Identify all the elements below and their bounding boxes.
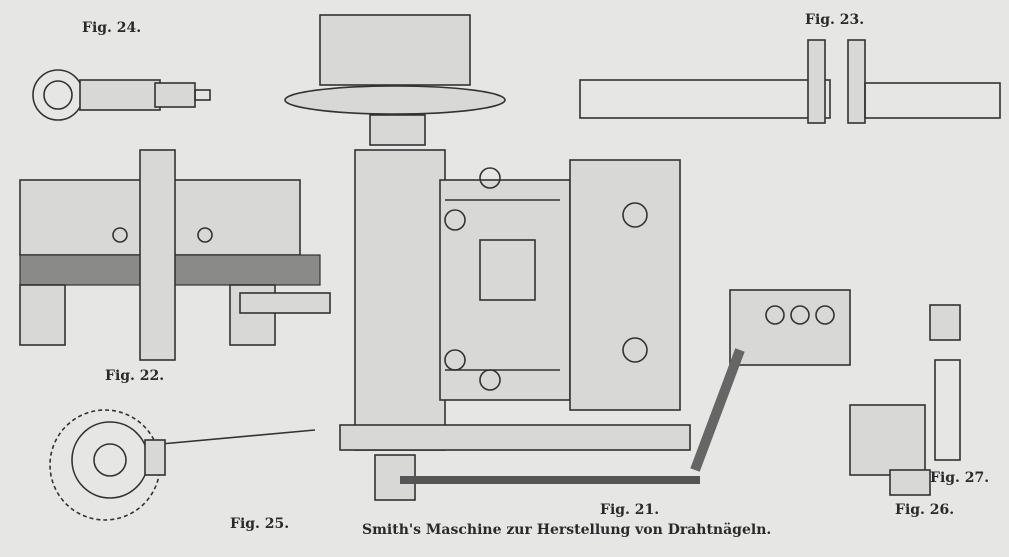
fig25-label: Fig. 25.: [230, 516, 290, 532]
fig21-label: Fig. 21.: [600, 502, 660, 518]
fig25-drawing: [49, 409, 316, 521]
fig23-label: Fig. 23.: [805, 12, 865, 28]
fig24-label: Fig. 24.: [82, 20, 142, 36]
fig21-drawing: [284, 14, 851, 501]
fig26-label: Fig. 26.: [895, 502, 955, 518]
fig22-label: Fig. 22.: [105, 368, 165, 384]
fig22-drawing: [19, 149, 331, 361]
fig26-drawing: [849, 404, 931, 496]
fig24-drawing: [32, 69, 211, 121]
figure-caption: Smith's Maschine zur Herstellung von Dra…: [362, 522, 772, 538]
fig23-drawing: [579, 39, 1001, 124]
fig27-label: Fig. 27.: [930, 470, 990, 486]
fig27-drawing: [929, 304, 961, 461]
